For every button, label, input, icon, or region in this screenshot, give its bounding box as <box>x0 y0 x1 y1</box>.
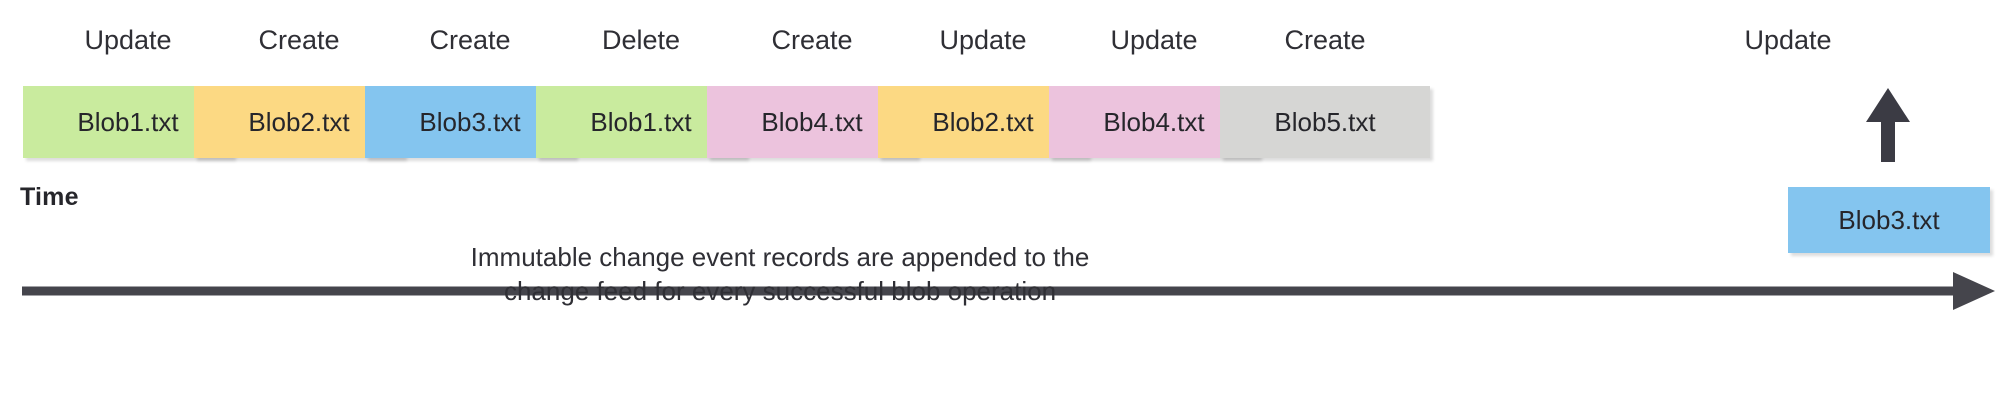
blob-name: Blob4.txt <box>1103 106 1205 137</box>
blob-name: Blob4.txt <box>761 106 863 137</box>
operation-label: Update <box>1110 25 1198 55</box>
operation-label: Update <box>84 25 172 55</box>
append-up-arrow-icon <box>1860 86 1916 164</box>
time-axis-label: Time <box>20 183 79 211</box>
event-column-8: Create Blob5.txt <box>1220 0 1430 170</box>
diagram-caption: Immutable change event records are appen… <box>380 240 1180 308</box>
operation-label: Update <box>939 25 1027 55</box>
operation-label: Create <box>429 25 511 55</box>
appended-record-box: Blob3.txt <box>1788 187 1990 253</box>
blob-name: Blob3.txt <box>1838 204 1940 235</box>
caption-line-2: change feed for every successful blob op… <box>503 276 1057 306</box>
blob-name: Blob3.txt <box>419 106 521 137</box>
blob-name: Blob1.txt <box>77 106 179 137</box>
caption-line-1: Immutable change event records are appen… <box>470 242 1090 272</box>
operation-label: Create <box>1284 25 1366 55</box>
blob-name: Blob2.txt <box>932 106 1034 137</box>
blob-name: Blob1.txt <box>590 106 692 137</box>
event-column-9-pending: Update <box>1391 0 1831 170</box>
blob-name: Blob2.txt <box>248 106 350 137</box>
operation-label: Delete <box>601 25 681 55</box>
time-axis-arrow-icon <box>20 268 2000 316</box>
operation-label: Update <box>1744 25 1832 55</box>
operation-label: Create <box>771 25 853 55</box>
blob-name: Blob5.txt <box>1274 106 1376 137</box>
operation-label: Create <box>258 25 340 55</box>
blob-record-box: Blob5.txt <box>1220 86 1430 158</box>
